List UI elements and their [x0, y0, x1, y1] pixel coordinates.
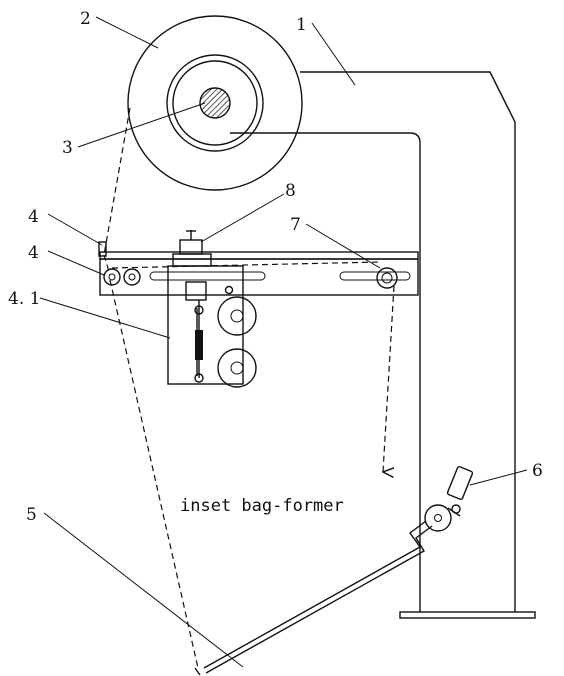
label-6: 6 [532, 461, 543, 481]
label-1: 1 [296, 15, 307, 35]
part-labels: 1 2 3 4 4 4. 1 5 6 7 8 [8, 9, 543, 525]
clamp-adjuster [172, 230, 212, 267]
label-5: 5 [26, 505, 37, 525]
label-2: 2 [80, 9, 91, 29]
label-8: 8 [285, 181, 296, 201]
label-3: 3 [62, 138, 73, 158]
label-4-upper: 4 [28, 207, 39, 227]
label-4-1: 4. 1 [8, 289, 40, 309]
guide-rail [98, 241, 419, 296]
sensor-crank-assembly [194, 465, 474, 676]
leader-lines [39, 16, 528, 668]
label-7: 7 [290, 215, 301, 235]
guide-rollers [103, 267, 398, 289]
roll-shaft [199, 87, 231, 119]
film-roll [127, 15, 303, 191]
label-4-lower: 4 [28, 243, 39, 263]
main-frame [230, 71, 536, 619]
carriage [167, 265, 257, 388]
film-path [103, 107, 395, 669]
inset-bag-former-label: inset bag-former [180, 496, 344, 516]
